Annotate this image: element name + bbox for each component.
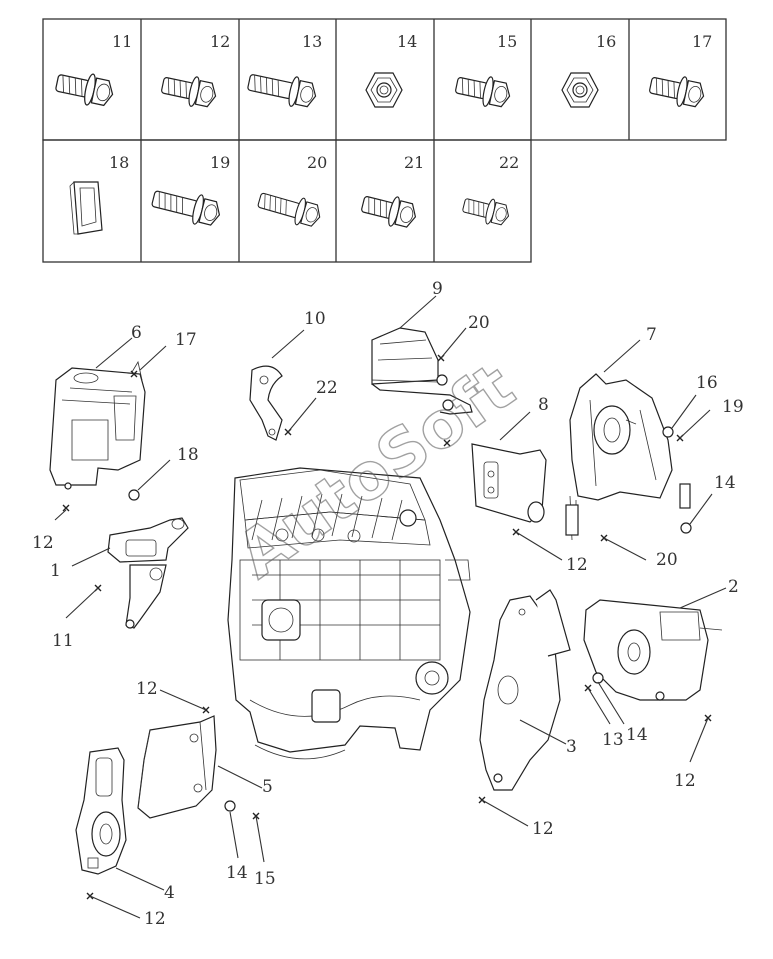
- fastener-cell-15: 15: [453, 32, 517, 112]
- callout-8: 8: [538, 395, 549, 415]
- flange-nut-icon: [365, 72, 403, 108]
- callout-2: 2: [728, 577, 739, 597]
- fastener-number: 20: [307, 153, 327, 172]
- callout-15: 15: [254, 869, 276, 889]
- part-10-hook-bracket: [249, 365, 283, 441]
- fastener-number: 17: [692, 32, 712, 51]
- callout-16: 16: [696, 373, 718, 393]
- nut-14: [224, 800, 236, 812]
- flange-bolt-icon: [358, 188, 420, 232]
- callout-6: 6: [131, 323, 142, 343]
- callout-7: 7: [646, 325, 657, 345]
- callout-20: 20: [468, 313, 490, 333]
- callout-14: 14: [714, 473, 736, 493]
- fastener-cell-17: 17: [647, 32, 712, 112]
- callout-4: 4: [164, 883, 175, 903]
- callout-12: 12: [674, 771, 696, 791]
- callout-3: 3: [566, 737, 577, 757]
- fastener-number: 12: [210, 32, 230, 51]
- fastener-number: 11: [112, 32, 132, 51]
- cap-nut-icon: [69, 181, 103, 235]
- part-4-rear-mount-insulator: [75, 747, 127, 875]
- callout-22: 22: [316, 378, 338, 398]
- fastener-number: 18: [109, 153, 129, 172]
- callout-14: 14: [226, 863, 248, 883]
- flange-bolt-icon: [159, 69, 220, 112]
- fastener-number: 21: [404, 153, 424, 172]
- nut-14: [592, 672, 604, 684]
- fastener-cell-20: 20: [255, 153, 327, 231]
- nut-14: [680, 522, 692, 534]
- flange-bolt-icon: [255, 186, 325, 231]
- fastener-number: 22: [499, 153, 519, 172]
- fastener-cell-22: 22: [460, 153, 519, 229]
- callout-17: 17: [175, 330, 197, 350]
- fastener-number: 14: [397, 32, 417, 51]
- callout-1: 1: [50, 561, 61, 581]
- callout-14: 14: [626, 725, 648, 745]
- callout-12: 12: [136, 679, 158, 699]
- fastener-number: 13: [302, 32, 322, 51]
- callout-12: 12: [532, 819, 554, 839]
- part-8-bracket: [471, 443, 547, 523]
- flange-bolt-icon: [53, 66, 117, 111]
- callout-12: 12: [144, 909, 166, 929]
- callout-9: 9: [432, 279, 443, 299]
- callout-18: 18: [177, 445, 199, 465]
- fastener-cell-11: 11: [53, 32, 132, 111]
- long-flange-bolt-icon: [149, 183, 224, 230]
- callout-10: 10: [304, 309, 326, 329]
- fastener-cell-16: 16: [561, 32, 616, 108]
- part-2-transmission-mount: [583, 599, 723, 701]
- callout-20: 20: [656, 550, 678, 570]
- fastener-cell-19: 19: [149, 153, 230, 230]
- short-flange-bolt-icon: [460, 192, 513, 229]
- nut-18: [128, 489, 140, 501]
- part-3-long-bracket: [479, 589, 571, 791]
- fastener-table: 11 12 13 14 15 16 17 18: [42, 18, 727, 263]
- flange-nut-icon: [561, 72, 599, 108]
- flange-bolt-icon: [453, 69, 514, 112]
- nut-16: [662, 426, 674, 438]
- part-6-left-engine-mount-bracket: [49, 360, 146, 490]
- callout-11: 11: [52, 631, 74, 651]
- fastener-number: 15: [497, 32, 517, 51]
- part-1-left-insulator: [107, 517, 189, 629]
- long-flange-bolt-icon: [245, 66, 320, 112]
- engine-block: [227, 467, 471, 760]
- callout-5: 5: [262, 777, 273, 797]
- fastener-number: 19: [210, 153, 230, 172]
- part-5-mounting-bracket: [137, 715, 217, 819]
- fastener-cell-13: 13: [245, 32, 322, 112]
- part-9-torque-rod: [371, 327, 473, 415]
- fastener-number: 16: [596, 32, 616, 51]
- callout-19: 19: [722, 397, 744, 417]
- part-7-right-engine-mount: [565, 373, 691, 541]
- fastener-cell-14: 14: [365, 32, 417, 108]
- callout-12: 12: [566, 555, 588, 575]
- fastener-cell-12: 12: [159, 32, 230, 112]
- flange-bolt-icon: [647, 69, 708, 112]
- fastener-cell-18: 18: [69, 153, 129, 235]
- fastener-cell-21: 21: [358, 153, 424, 232]
- callout-12: 12: [32, 533, 54, 553]
- callout-13: 13: [602, 730, 624, 750]
